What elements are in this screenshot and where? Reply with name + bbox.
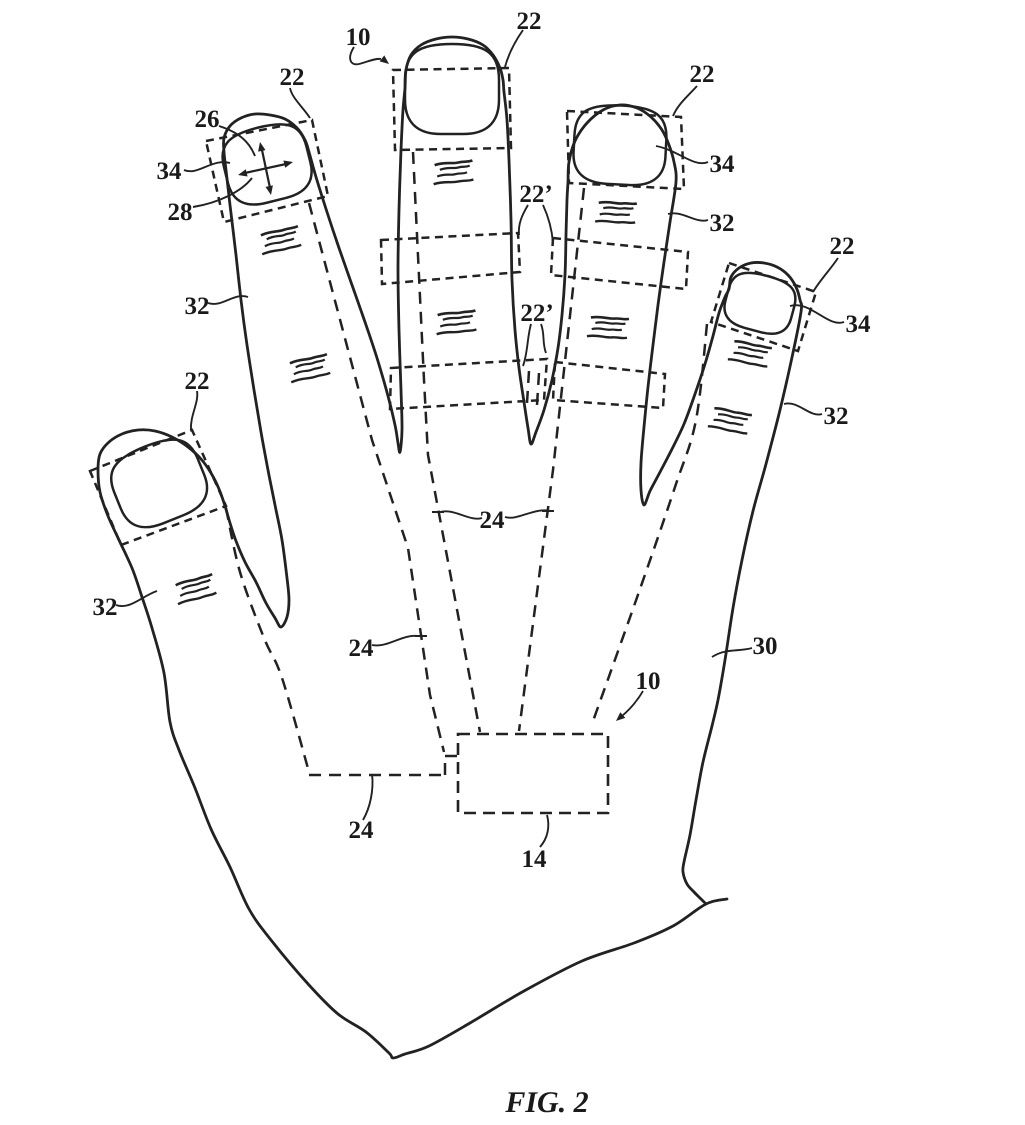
svg-text:32: 32 [93,594,118,621]
svg-text:10: 10 [636,668,661,695]
svg-text:22: 22 [690,61,715,88]
svg-text:22: 22 [185,368,210,395]
svg-text:22’: 22’ [519,181,552,208]
svg-text:34: 34 [846,311,872,338]
svg-text:32: 32 [185,293,210,320]
svg-text:34: 34 [710,151,736,178]
svg-text:34: 34 [157,158,183,185]
svg-text:24: 24 [480,507,506,534]
svg-text:26: 26 [195,106,220,133]
svg-text:22: 22 [280,64,305,91]
svg-text:32: 32 [710,210,735,237]
svg-text:14: 14 [522,846,548,873]
svg-text:30: 30 [753,633,778,660]
svg-text:24: 24 [349,817,375,844]
svg-text:22’: 22’ [520,300,553,327]
svg-text:22: 22 [517,8,542,35]
svg-text:10: 10 [346,24,371,51]
svg-text:FIG. 2: FIG. 2 [504,1086,588,1119]
svg-text:24: 24 [349,635,375,662]
svg-text:32: 32 [824,403,849,430]
svg-text:28: 28 [168,199,193,226]
svg-text:22: 22 [830,233,855,260]
